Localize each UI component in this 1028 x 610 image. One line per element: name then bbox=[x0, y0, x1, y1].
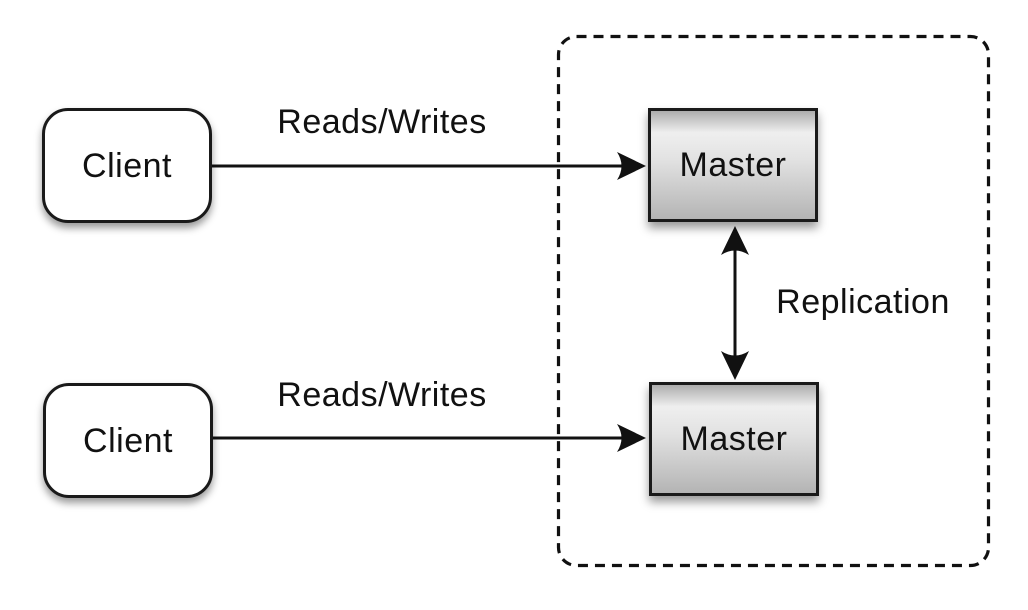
arrowhead-down-icon bbox=[721, 351, 749, 380]
node-master-top: Master bbox=[648, 108, 818, 222]
node-master-bottom: Master bbox=[649, 382, 819, 496]
edge-label-reads-writes-top: Reads/Writes bbox=[277, 103, 487, 141]
arrow-reads-writes-bottom bbox=[213, 424, 646, 452]
replication-group-border bbox=[556, 34, 991, 568]
edge-label-replication: Replication bbox=[776, 283, 950, 321]
arrow-replication bbox=[721, 226, 749, 380]
edge-label-reads-writes-bottom: Reads/Writes bbox=[277, 376, 487, 414]
node-client-bottom: Client bbox=[43, 383, 213, 498]
arrow-reads-writes-top bbox=[212, 152, 646, 180]
node-master-bottom-label: Master bbox=[680, 420, 788, 458]
node-client-bottom-label: Client bbox=[83, 421, 173, 460]
arrowhead-up-icon bbox=[721, 226, 749, 255]
arrowhead-right-icon bbox=[617, 424, 646, 452]
node-client-top-label: Client bbox=[82, 146, 172, 185]
arrowhead-right-icon bbox=[617, 152, 646, 180]
node-master-top-label: Master bbox=[679, 146, 787, 184]
node-client-top: Client bbox=[42, 108, 212, 223]
